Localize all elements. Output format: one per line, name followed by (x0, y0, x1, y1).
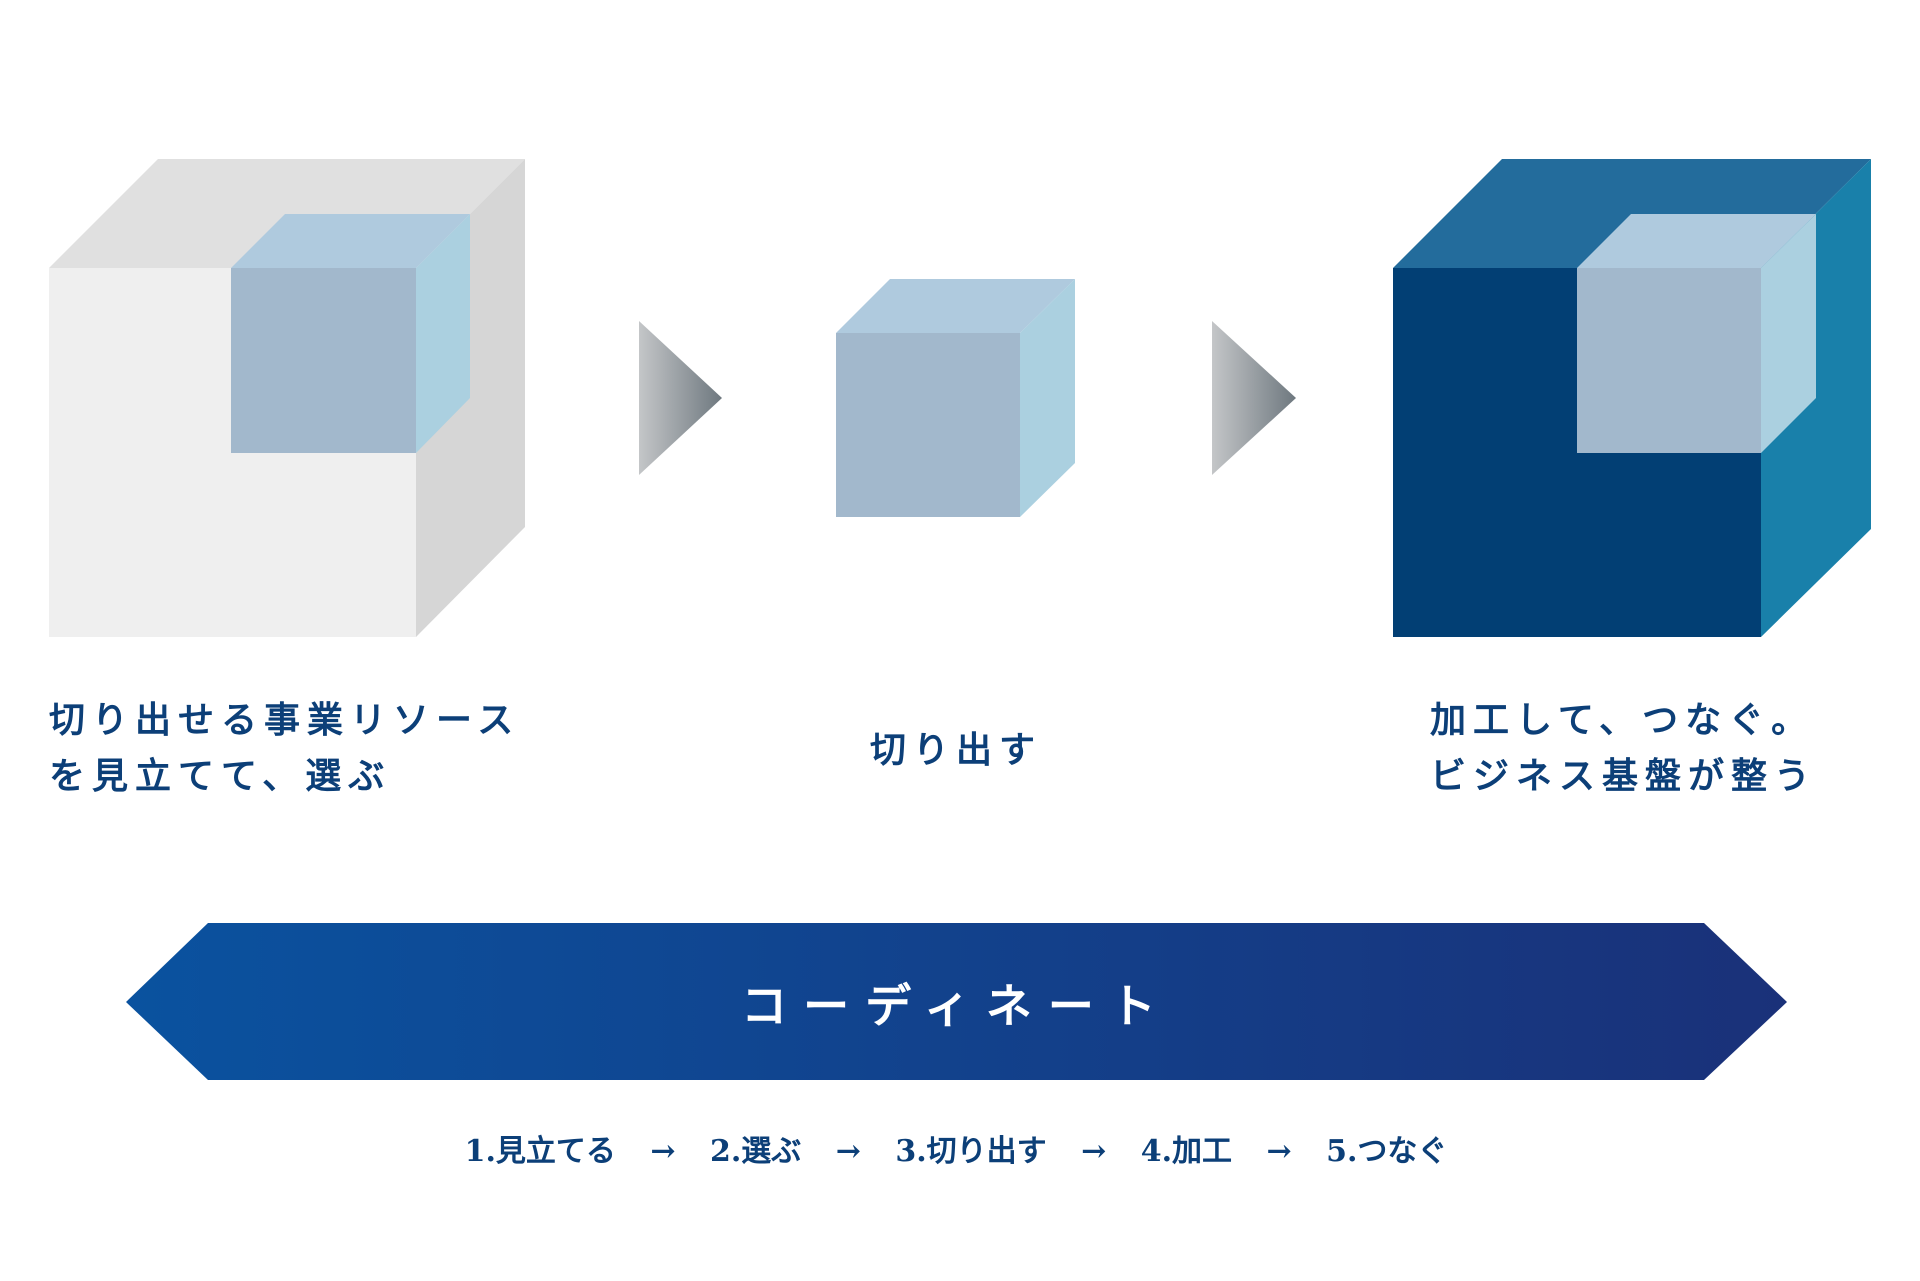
platform-cube (1393, 159, 1871, 637)
platform-inner-front (1577, 268, 1761, 453)
platform-caption-line: ビジネス基盤が整う (1430, 755, 1818, 797)
process-steps: 1.見立てる → 2.選ぶ → 3.切り出す → 4.加工 → 5.つなぐ (0, 1126, 1912, 1170)
platform-inner-top (1577, 214, 1816, 268)
cut-out-cube-front (836, 333, 1020, 517)
coordinate-banner (126, 923, 1787, 1080)
resource-inner-front (231, 268, 416, 453)
resource-inner-side (416, 214, 470, 453)
resource-caption-line: 切り出せる事業リソース (49, 699, 521, 741)
step-item: 4.加工 (1140, 1134, 1233, 1169)
resource-cube (49, 159, 525, 637)
platform-inner-cube (1577, 214, 1816, 453)
cut-out-cube (836, 279, 1075, 517)
cut-out-cube-top (836, 279, 1075, 333)
resource-caption: 切り出せる事業リソース を見立てて、選ぶ (49, 692, 520, 804)
resource-caption-line: を見立てて、選ぶ (49, 755, 392, 797)
cut-out-cube-side (1020, 279, 1075, 517)
step-item: 2.選ぶ (709, 1134, 802, 1169)
platform-caption-line: 加工して、つなぐ。 (1430, 699, 1815, 741)
cut-out-caption-line: 切り出す (869, 729, 1042, 771)
triangle-right-icon (639, 321, 722, 475)
cut-out-caption: 切り出す (0, 722, 1912, 778)
arrow-right-icon: → (1081, 1134, 1107, 1169)
step-item: 3.切り出す (895, 1134, 1047, 1169)
triangle-right-icon (1212, 321, 1296, 475)
step-item: 5.つなぐ (1326, 1134, 1448, 1169)
platform-inner-side (1761, 214, 1816, 453)
step-item: 1.見立てる (464, 1134, 616, 1169)
arrow-right-icon: → (1266, 1134, 1292, 1169)
resource-inner-cube (231, 214, 470, 453)
platform-caption: 加工して、つなぐ。 ビジネス基盤が整う (1430, 692, 1817, 804)
banner-label: コーディネート (741, 979, 1172, 1033)
arrow-right-icon: → (650, 1134, 676, 1169)
resource-inner-top (231, 214, 470, 268)
arrow-right-icon: → (835, 1134, 861, 1169)
